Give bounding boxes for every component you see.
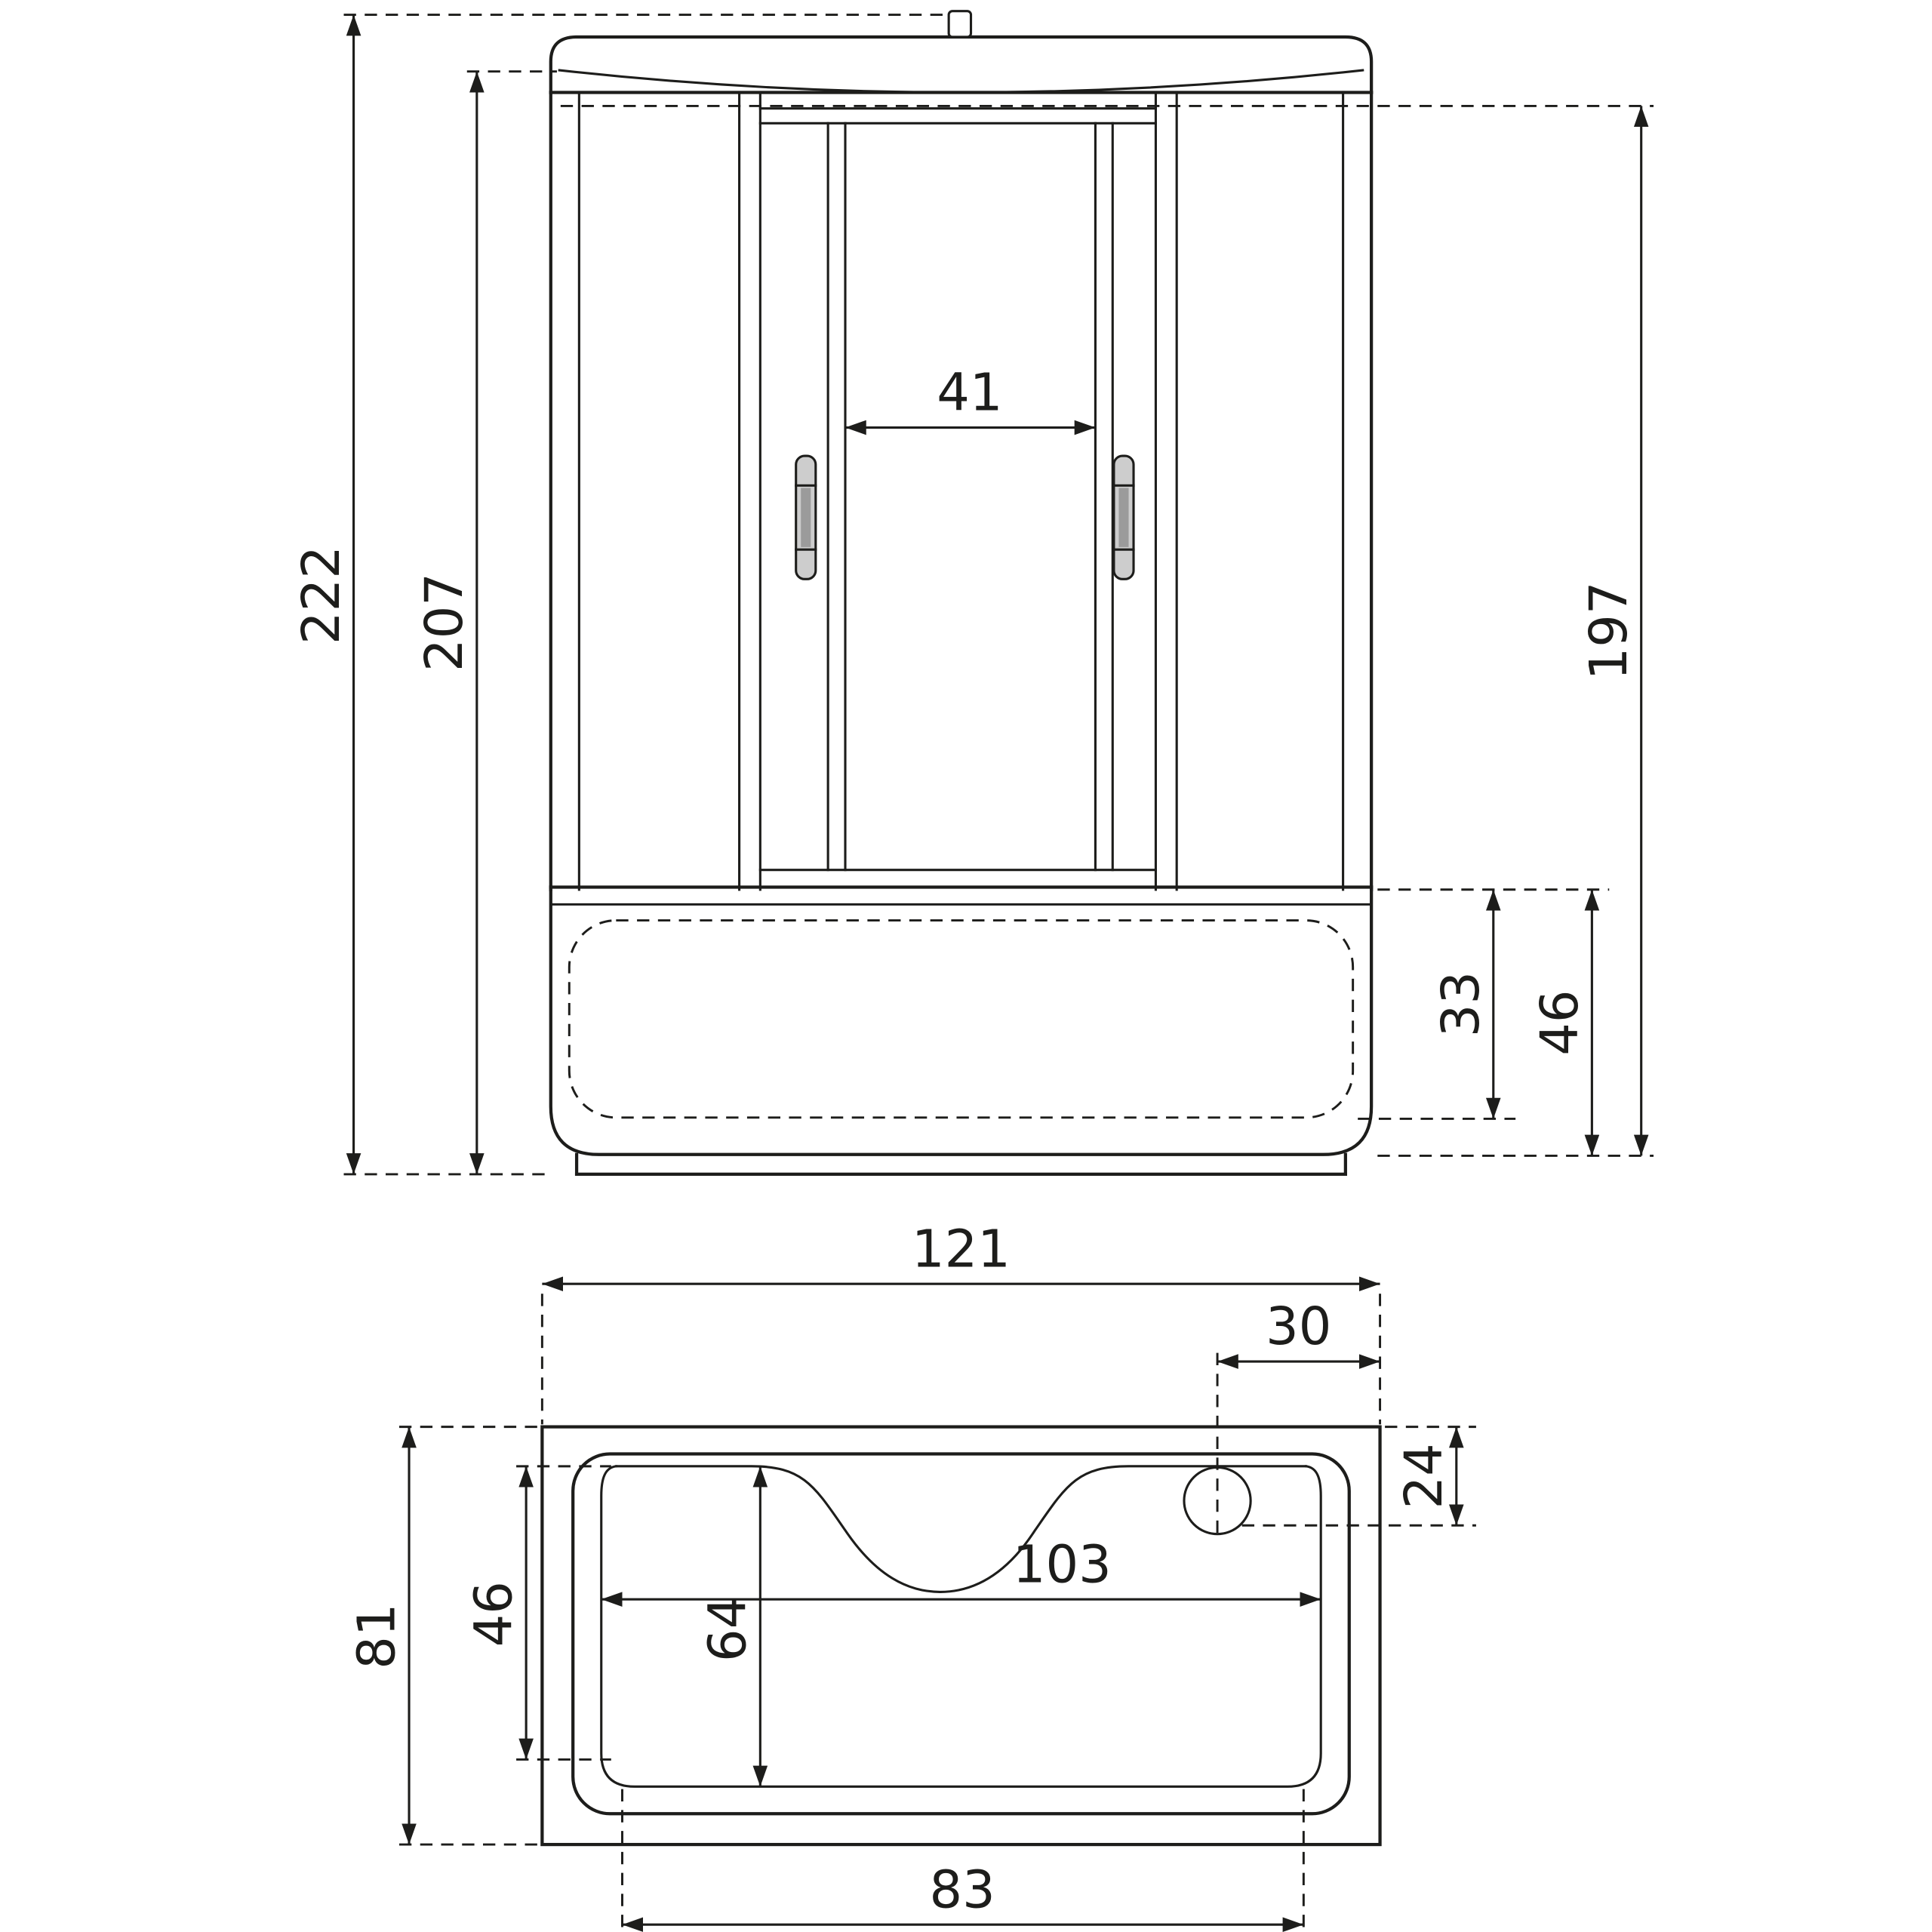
dim-inner-length: 103 — [601, 1534, 1321, 1607]
dim-tray-total-height: 46 — [1530, 889, 1600, 1156]
plan-outer-rect — [540, 1425, 1382, 1847]
dim-overall-depth-label: 81 — [346, 1604, 407, 1669]
dim-cabin-height: 207 — [414, 71, 485, 1174]
roof-outline — [549, 35, 1374, 94]
dim-bottom-length: 83 — [622, 1860, 1304, 1932]
plan-basin-contour — [600, 1465, 1322, 1788]
tub-hidden-rim — [568, 919, 1355, 1119]
right-door-handle — [1112, 454, 1135, 580]
dim-overall-depth: 81 — [346, 1426, 417, 1845]
dim-overall-height-label: 222 — [291, 546, 352, 645]
dim-inner-left-depth: 46 — [464, 1466, 534, 1760]
dim-drain-offset-width: 30 — [1217, 1297, 1380, 1369]
dim-inner-height-label: 197 — [1579, 581, 1639, 680]
left-door-handle — [795, 454, 817, 580]
handle-grip — [1118, 488, 1129, 547]
handle-grip — [801, 488, 811, 547]
dim-bottom-length-label: 83 — [929, 1860, 995, 1920]
dim-overall-width: 121 — [542, 1219, 1380, 1292]
front-view: 222 207 41 197 33 46 — [291, 10, 1654, 1177]
dim-door-opening-label: 41 — [937, 363, 1002, 423]
dim-inner-depth: 64 — [698, 1466, 768, 1787]
dim-inner-length-label: 103 — [1013, 1534, 1112, 1595]
plan-tub-rim — [571, 1452, 1351, 1816]
tub-apron-outline — [549, 885, 1374, 1156]
shower-head-knob — [947, 10, 973, 38]
dim-overall-height: 222 — [291, 14, 361, 1174]
dim-inner-left-depth-label: 46 — [464, 1581, 525, 1647]
plan-extension-lines — [398, 1294, 1476, 1930]
dim-drain-offset-width-label: 30 — [1266, 1297, 1331, 1357]
dim-tray-depth-label: 33 — [1431, 971, 1491, 1037]
dim-tray-total-height-label: 46 — [1530, 989, 1590, 1055]
dim-overall-width-label: 121 — [912, 1219, 1011, 1279]
sliding-doors — [795, 122, 1135, 872]
dim-drain-offset-depth: 24 — [1394, 1426, 1464, 1526]
plan-view: 121 30 24 81 46 103 64 83 — [346, 1219, 1476, 1932]
cabin-body — [549, 91, 1374, 891]
dim-inner-depth-label: 64 — [698, 1596, 758, 1662]
dim-tray-depth: 33 — [1431, 889, 1501, 1119]
dim-drain-offset-depth-label: 24 — [1394, 1443, 1454, 1509]
roof-cap — [549, 10, 1374, 94]
bathtub-front — [549, 885, 1374, 1177]
plan-seat-wave — [614, 1465, 1308, 1593]
roof-recess-curve — [558, 69, 1364, 94]
dim-inner-height: 197 — [1579, 106, 1649, 1156]
dim-door-opening: 41 — [845, 363, 1096, 435]
dim-cabin-height-label: 207 — [414, 573, 475, 672]
